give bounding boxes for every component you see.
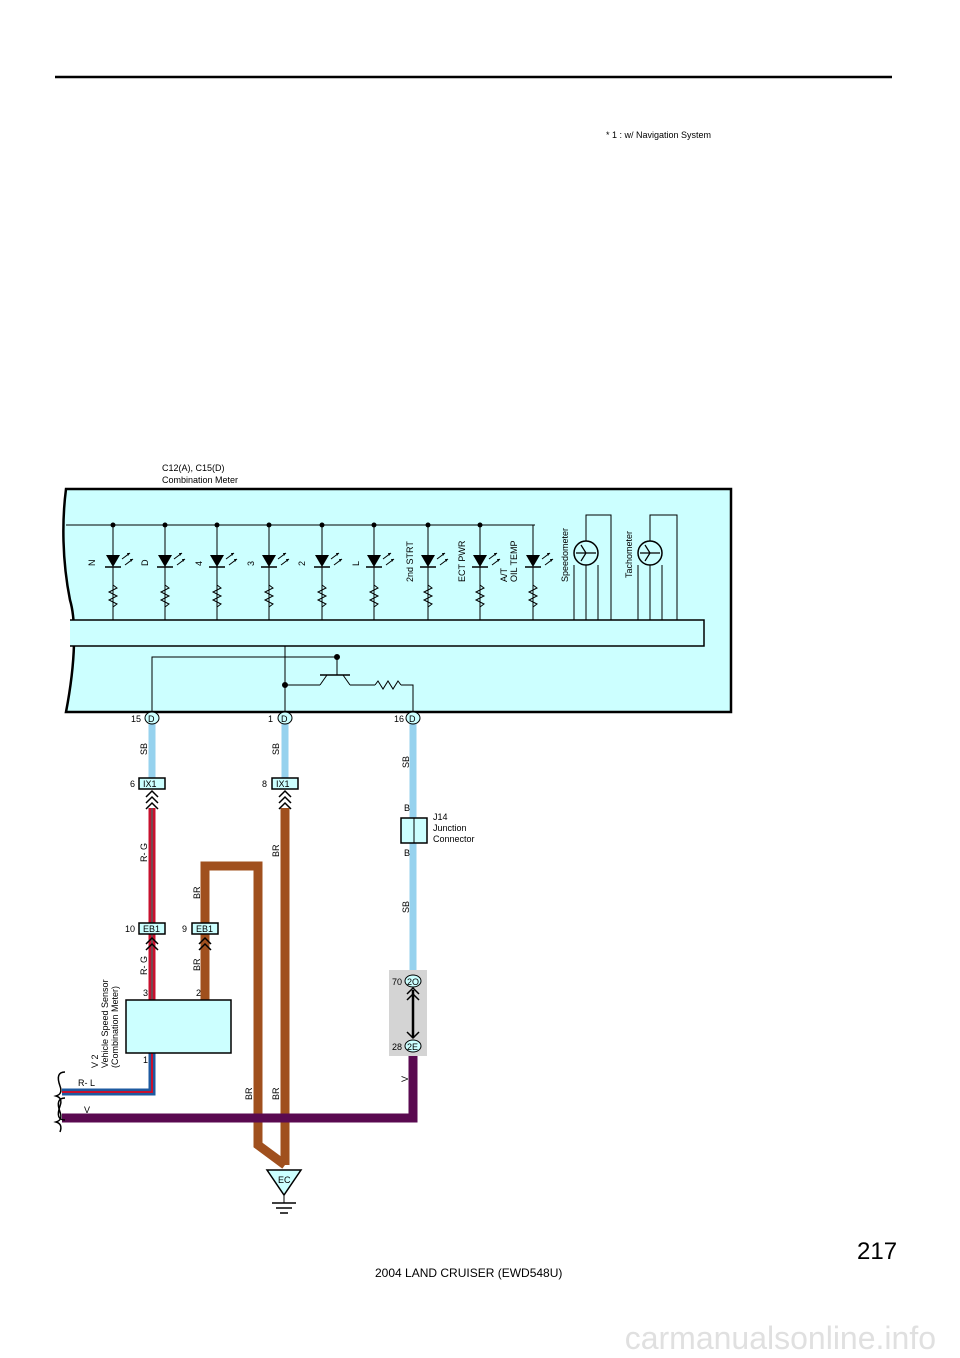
wire-label-v-2: V [84,1105,90,1115]
svg-text:Vehicle Speed Sensor: Vehicle Speed Sensor [100,979,110,1068]
footer-title: 2004 LAND CRUISER (EWD548U) [375,1266,562,1280]
svg-text:J14: J14 [433,812,448,822]
wire-label-br-2: BR [192,886,202,899]
indicator-4: 4 [194,522,238,620]
svg-text:2: 2 [196,988,201,998]
indicator-label-4: 4 [194,561,204,566]
inner-bar [70,619,705,647]
svg-text:(Combination Meter): (Combination Meter) [110,986,120,1068]
vehicle-speed-sensor: 3 2 1 V 2 Vehicle Speed Sensor (Combinat… [90,979,232,1068]
indicator-2nd-strt: 2nd STRT [405,522,449,620]
wire-label-sb-3: SB [401,756,411,768]
svg-text:IX1: IX1 [276,779,290,789]
connector-ix1-8: IX1 8 [262,777,299,810]
wire-rl [62,1053,156,1096]
indicator-label-oil-temp: OIL TEMP [509,540,519,582]
svg-text:EC: EC [278,1175,291,1185]
indicator-at-oil-temp: A/T OIL TEMP [499,525,554,620]
svg-text:IX1: IX1 [143,779,157,789]
svg-text:9: 9 [182,924,187,934]
svg-text:D: D [281,714,288,724]
indicator-label-2: 2 [297,561,307,566]
wire-label-br-5: BR [271,1087,281,1100]
svg-text:B: B [404,848,410,858]
speedometer-label: Speedometer [560,528,570,582]
indicator-ect-pwr: ECT PWR [457,522,501,620]
svg-text:8: 8 [262,779,267,789]
terminal-16-d: D 16 [394,711,421,725]
tachometer-gauge: Tachometer [624,514,678,620]
wire-label-sb-4: SB [401,901,411,913]
svg-text:EB1: EB1 [196,924,213,934]
svg-text:1: 1 [143,1055,148,1065]
connector-eb1-10: EB1 10 [125,922,166,951]
indicator-N: N [87,522,134,620]
wire-label-rg-1: R- G [139,843,149,862]
ground-ec: EC [265,1169,303,1214]
transistor-circuit [151,646,414,712]
svg-text:6: 6 [130,779,135,789]
svg-text:EB1: EB1 [143,924,160,934]
junction-j14: B B J14 Junction Connector [400,803,475,858]
indicator-label-at: A/T [499,567,509,582]
indicator-label-3: 3 [246,561,256,566]
terminal-1-d: D 1 [268,711,293,725]
wire-label-br-4: BR [244,1087,254,1100]
indicator-L: L [351,522,395,620]
svg-text:10: 10 [125,924,135,934]
junction-block-2o-2e: 2O 70 2E 28 [389,970,427,1056]
svg-text:70: 70 [392,977,402,987]
svg-text:1: 1 [268,714,273,724]
svg-text:3: 3 [143,988,148,998]
svg-text:15: 15 [131,714,141,724]
meter-name: Combination Meter [162,475,238,485]
indicator-label-D: D [140,559,150,566]
wire-br-loop [200,861,288,1169]
svg-text:D: D [409,714,416,724]
wire-label-rg-2: R- G [139,956,149,975]
svg-text:B: B [404,803,410,813]
svg-text:28: 28 [392,1042,402,1052]
wire-label-br-1: BR [271,844,281,857]
wire-label-sb-1: SB [139,743,149,755]
wire-label-br-3: BR [192,958,202,971]
svg-text:16: 16 [394,714,404,724]
watermark: carmanualsonline.info [625,1320,936,1356]
terminal-15-d: D 15 [131,711,160,725]
speedometer-gauge: Speedometer [560,514,612,620]
indicator-label-2nd-strt: 2nd STRT [405,541,415,582]
wire-break-mark [53,1071,66,1133]
indicator-label-N: N [87,560,97,567]
indicator-3: 3 [246,522,290,620]
svg-text:Junction: Junction [433,823,467,833]
wire-label-v-1: V [400,1076,410,1082]
indicator-D: D [140,522,186,620]
meter-box [62,487,733,714]
page-number: 217 [857,1238,897,1265]
connector-ix1-6: IX1 6 [130,777,166,810]
svg-text:2E: 2E [407,1042,418,1052]
wire-label-rl: R- L [78,1078,95,1088]
wire-label-sb-2: SB [271,743,281,755]
svg-text:V 2: V 2 [90,1054,100,1068]
svg-text:Connector: Connector [433,834,475,844]
indicator-2: 2 [297,522,343,620]
wire-v [62,1052,418,1123]
meter-code: C12(A), C15(D) [162,463,225,473]
indicator-label-ect-pwr: ECT PWR [457,540,467,582]
svg-text:2O: 2O [407,977,419,987]
tachometer-label: Tachometer [624,531,634,578]
svg-text:D: D [148,714,155,724]
connector-eb1-9: EB1 9 [182,922,219,951]
footnote: * 1 : w/ Navigation System [606,130,711,140]
indicator-label-L: L [351,561,361,566]
